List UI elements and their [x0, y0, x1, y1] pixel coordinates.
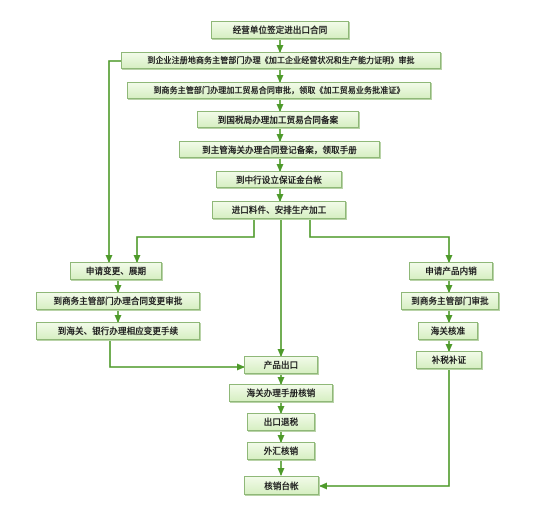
- node-contract-approval: 到商务主管部门办理加工贸易合同审批，领取《加工贸易业务批准证》: [127, 82, 431, 99]
- node-apply-qualification: 到企业注册地商务主管部门办理《加工企业经营状况和生产能力证明》审批: [121, 52, 441, 69]
- arrow-import-to-change: [133, 219, 255, 263]
- node-import-processing: 进口料件、安排生产加工: [212, 201, 346, 219]
- node-ledger-cancel: 核销台帐: [244, 476, 319, 495]
- node-sign-contract: 经营单位签定进出口合同: [211, 21, 349, 39]
- node-customs-approval: 海关核准: [418, 322, 478, 340]
- node-apply-domestic-sale: 申请产品内销: [409, 262, 493, 280]
- node-commerce-approval: 到商务主管部门审批: [401, 292, 499, 310]
- node-commerce-change-approval: 到商务主管部门办理合同变更审批: [36, 292, 200, 310]
- node-product-export: 产品出口: [244, 356, 318, 374]
- node-tax-bureau-filing: 到国税局办理加工贸易合同备案: [197, 111, 359, 128]
- node-export-tax-refund: 出口退税: [247, 413, 315, 431]
- arrow-import-to-domestic-sale: [309, 219, 453, 263]
- node-pay-tax: 补税补证: [416, 351, 482, 369]
- arrow-customs-bank-to-export: [109, 340, 245, 371]
- node-customs-registration: 到主管海关办理合同登记备案，领取手册: [179, 141, 380, 158]
- node-apply-change-extension: 申请变更、展期: [70, 262, 162, 280]
- node-customs-manual-cancel: 海关办理手册核销: [229, 384, 333, 402]
- node-forex-verification: 外汇核销: [247, 442, 315, 460]
- node-bank-guarantee-account: 到中行设立保证金台帐: [216, 171, 342, 188]
- arrow-pay-tax-to-ledger: [319, 369, 450, 490]
- node-customs-bank-change: 到海关、银行办理相应变更手续: [36, 322, 200, 340]
- arrow-qualification-to-change: [105, 60, 121, 263]
